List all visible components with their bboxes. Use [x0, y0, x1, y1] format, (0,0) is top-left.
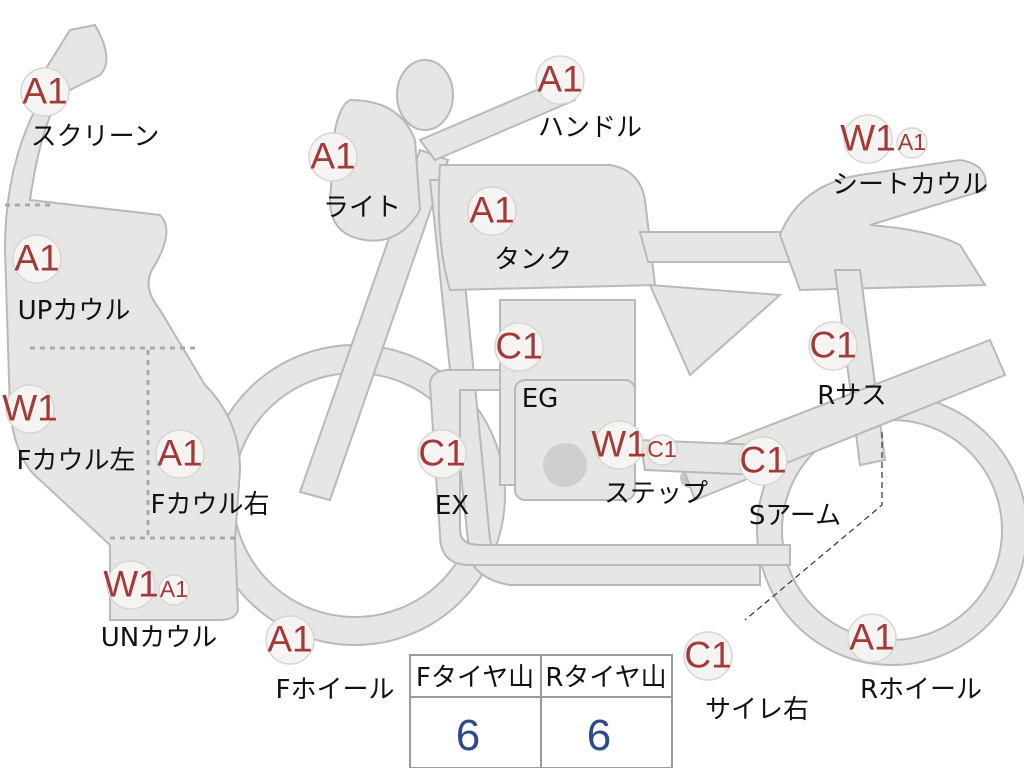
un-cowl-label: UNカウル [101, 623, 217, 653]
f-cowl-left-label: Fカウル左 [17, 446, 136, 476]
silencer-leader-line [744, 432, 883, 621]
f-cowl-right-badge [155, 429, 205, 479]
engine-grade: C1 [495, 326, 542, 367]
exhaust-badge [417, 429, 467, 479]
silencer-badge [683, 631, 733, 681]
headlight-shape [328, 98, 422, 242]
un-cowl-secondary-grade: A1 [160, 576, 188, 602]
step-grade: W1 [591, 424, 647, 465]
light-grade: A1 [310, 136, 355, 177]
handle-badge [535, 55, 585, 105]
under-seat-shape [648, 283, 783, 377]
screen-label: スクリーン [31, 122, 160, 152]
f-wheel-label: Fホイール [276, 675, 395, 705]
light-label: ライト [323, 193, 401, 223]
tank-grade: A1 [469, 190, 514, 231]
front-tire-header: Fタイヤ山 [416, 663, 534, 693]
exhaust-shape [428, 369, 791, 566]
silencer-label: サイレ右 [705, 695, 809, 725]
rear-susp-label: Rサス [817, 381, 887, 411]
f-cowl-left-grade: W1 [2, 388, 58, 429]
swing-arm-label: Sアーム [749, 501, 841, 531]
step-label: ステップ [604, 479, 708, 509]
seat-cowl-badge [843, 114, 893, 164]
exhaust-label: EX [435, 491, 469, 521]
tire-tread-table: Fタイヤ山 Rタイヤ山 6 6 [409, 654, 673, 768]
f-wheel-badge [265, 615, 315, 665]
rear-susp-grade: C1 [809, 325, 856, 366]
rear-susp-badge [808, 321, 858, 371]
mirror-shape [396, 59, 454, 131]
r-wheel-badge [847, 613, 897, 663]
screen-grade: A1 [22, 71, 67, 112]
front-tire-value: 6 [456, 711, 480, 760]
r-wheel-label: Rホイール [860, 675, 982, 705]
tank-label: タンク [494, 245, 572, 275]
swing-arm-badge [738, 436, 788, 486]
screen-badge [20, 67, 70, 117]
swing-arm-grade: C1 [739, 440, 786, 481]
un-cowl-secondary-badge [158, 574, 190, 606]
tank-badge [467, 186, 517, 236]
r-wheel-grade: A1 [849, 617, 894, 658]
rear-tire-value: 6 [587, 711, 611, 760]
rear-tire-header: Rタイヤ山 [545, 663, 666, 693]
step-secondary-grade: C1 [647, 436, 676, 462]
up-cowl-grade: A1 [14, 238, 59, 279]
seat-shape [638, 231, 801, 263]
up-cowl-label: UPカウル [18, 296, 131, 326]
f-cowl-right-grade: A1 [157, 433, 202, 474]
un-cowl-badge [106, 560, 156, 610]
exhaust-grade: C1 [418, 433, 465, 474]
handlebar-shape [418, 78, 577, 162]
f-wheel-grade: A1 [267, 619, 312, 660]
step-secondary-badge [646, 434, 678, 466]
seat-cowl-label: シートカウル [832, 170, 988, 200]
engine-badge [494, 322, 544, 372]
up-cowl-badge [12, 234, 62, 284]
step-badge [594, 420, 644, 470]
seat-cowl-secondary-badge [896, 127, 928, 159]
light-badge [308, 132, 358, 182]
f-cowl-left-badge [5, 384, 55, 434]
handle-label: ハンドル [538, 113, 642, 143]
handle-grade: A1 [537, 59, 582, 100]
un-cowl-grade: W1 [103, 564, 159, 605]
seat-cowl-secondary-grade: A1 [898, 129, 926, 155]
seat-cowl-grade: W1 [840, 118, 896, 159]
seat-cowl-shape [778, 158, 987, 292]
silencer-grade: C1 [684, 635, 731, 676]
f-cowl-right-label: Fカウル右 [151, 490, 270, 520]
engine-label: EG [522, 384, 559, 414]
